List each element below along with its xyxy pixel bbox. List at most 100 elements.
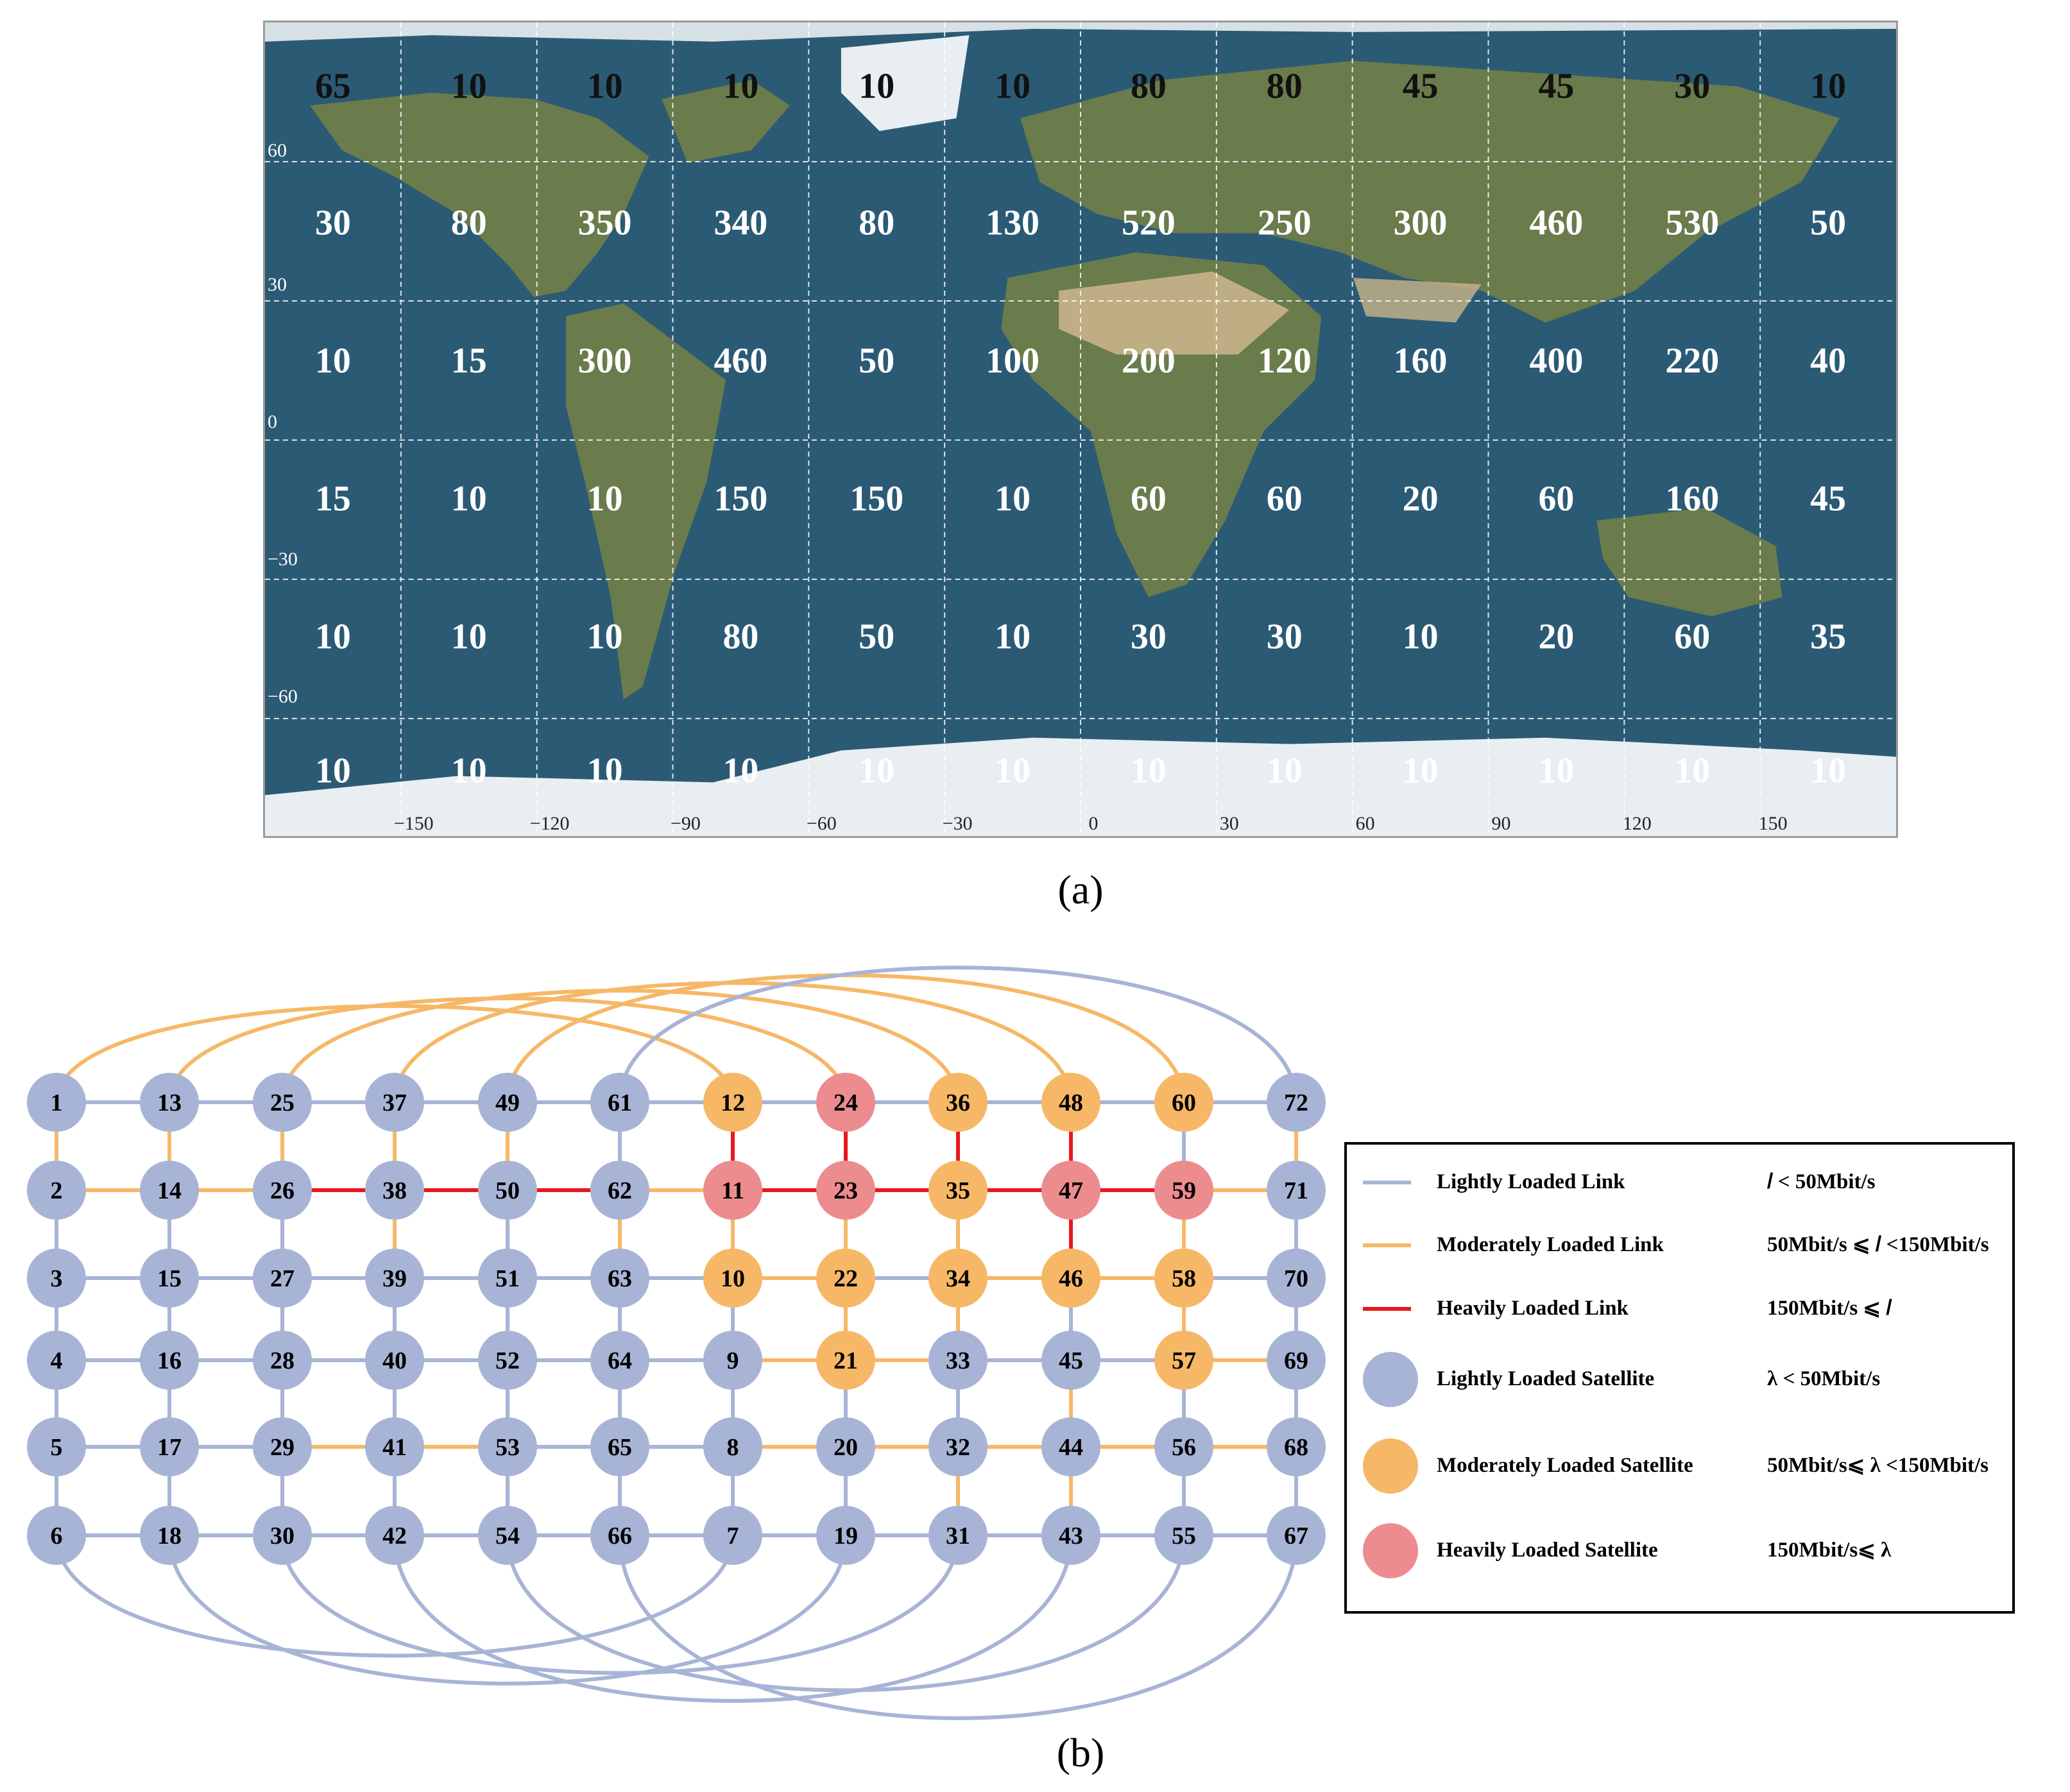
satellite-label: 65 [608, 1434, 632, 1461]
cell-value: 10 [723, 67, 758, 107]
satellite-node: 58 [1154, 1249, 1213, 1308]
satellite-node: 16 [140, 1331, 199, 1390]
satellite-label: 46 [1059, 1265, 1083, 1292]
legend-line-swatch [1363, 1181, 1411, 1184]
cell-value: 350 [578, 203, 632, 243]
satellite-circle [140, 1249, 199, 1308]
satellite-node: 24 [816, 1073, 875, 1132]
greenland-ice [841, 35, 970, 132]
cell-value: 10 [451, 751, 487, 790]
satellite-circle [253, 1417, 312, 1476]
satellite-node: 23 [816, 1161, 875, 1220]
landmass-6 [1596, 508, 1783, 617]
satellite-circle [140, 1331, 199, 1390]
cell-value: 45 [1538, 67, 1574, 107]
satellite-label: 56 [1172, 1434, 1196, 1461]
cell-value: 160 [1665, 479, 1719, 518]
satellite-label: 50 [495, 1177, 520, 1204]
cell-value: 50 [1810, 203, 1846, 243]
satellite-label: 37 [382, 1089, 407, 1116]
satellite-circle [816, 1161, 875, 1220]
satellite-circle [816, 1506, 875, 1565]
lon-label: 60 [1356, 813, 1375, 834]
lon-label: 0 [1088, 813, 1098, 834]
legend-label: Moderately Loaded Link [1437, 1233, 1664, 1256]
cell-value: 10 [1810, 67, 1846, 107]
satellite-circle [1267, 1161, 1326, 1220]
lon-label: −120 [530, 813, 570, 834]
satellite-label: 42 [382, 1523, 407, 1549]
satellite-circle [27, 1073, 86, 1132]
satellite-node: 64 [590, 1331, 649, 1390]
lon-label: 30 [1220, 813, 1239, 834]
satellite-node: 21 [816, 1331, 875, 1390]
satellite-circle [1041, 1161, 1100, 1220]
satellite-node: 32 [928, 1417, 988, 1476]
cell-value: 150 [850, 479, 903, 518]
satellite-label: 51 [495, 1265, 520, 1292]
cell-value: 250 [1258, 203, 1312, 243]
cell-value: 80 [1131, 67, 1167, 107]
cell-value: 45 [1810, 479, 1846, 518]
satellite-label: 2 [51, 1177, 63, 1204]
satellite-label: 61 [608, 1089, 632, 1116]
satellite-label: 23 [834, 1177, 858, 1204]
cell-value: 10 [451, 479, 487, 518]
satellite-circle [928, 1331, 988, 1390]
lon-label: −30 [943, 813, 973, 834]
cell-value: 10 [1538, 751, 1574, 790]
legend-condition: λ < 50Mbit/s [1767, 1367, 1881, 1390]
satellite-label: 70 [1284, 1265, 1308, 1292]
cell-value: 30 [1131, 617, 1167, 656]
satellite-node: 34 [928, 1249, 988, 1308]
cell-value: 80 [451, 203, 487, 243]
satellite-circle [1267, 1073, 1326, 1132]
satellite-label: 22 [834, 1265, 858, 1292]
cell-value: 30 [315, 203, 351, 243]
satellite-circle [478, 1161, 537, 1220]
satellite-label: 39 [382, 1265, 407, 1292]
landmass-1 [309, 92, 649, 297]
satellite-label: 40 [382, 1347, 407, 1374]
satellite-circle [1041, 1417, 1100, 1476]
cell-value: 10 [451, 617, 487, 656]
satellite-label: 16 [157, 1347, 182, 1374]
satellite-node: 61 [590, 1073, 649, 1132]
cell-value: 20 [1403, 479, 1439, 518]
cell-value: 10 [1267, 751, 1303, 790]
satellite-node: 2 [27, 1161, 86, 1220]
cell-value: 300 [578, 341, 632, 380]
satellite-node: 25 [253, 1073, 312, 1132]
satellite-node: 28 [253, 1331, 312, 1390]
satellite-node: 54 [478, 1506, 537, 1565]
satellite-node: 70 [1267, 1249, 1326, 1308]
cell-value: 10 [315, 617, 351, 656]
satellite-node: 18 [140, 1506, 199, 1565]
lon-label: 120 [1623, 813, 1652, 834]
cell-value: 530 [1665, 203, 1719, 243]
cell-value: 60 [1538, 479, 1574, 518]
satellite-circle [703, 1249, 762, 1308]
legend-dot-swatch [1363, 1438, 1418, 1494]
satellite-circle [140, 1417, 199, 1476]
cell-value: 220 [1665, 341, 1719, 380]
satellite-node: 14 [140, 1161, 199, 1220]
satellite-node: 68 [1267, 1417, 1326, 1476]
landmass-3 [565, 303, 726, 700]
satellite-circle [253, 1161, 312, 1220]
satellite-label: 71 [1284, 1177, 1308, 1204]
satellite-label: 45 [1059, 1347, 1083, 1374]
satellite-label: 5 [51, 1434, 63, 1461]
satellite-node: 62 [590, 1161, 649, 1220]
satellite-circle [816, 1249, 875, 1308]
satellite-circle [253, 1073, 312, 1132]
satellite-label: 38 [382, 1177, 407, 1204]
satellite-node: 20 [816, 1417, 875, 1476]
satellite-node: 63 [590, 1249, 649, 1308]
lon-label: 150 [1759, 813, 1788, 834]
satellite-node: 31 [928, 1506, 988, 1565]
satellite-circle [1267, 1331, 1326, 1390]
satellite-label: 15 [157, 1265, 182, 1292]
